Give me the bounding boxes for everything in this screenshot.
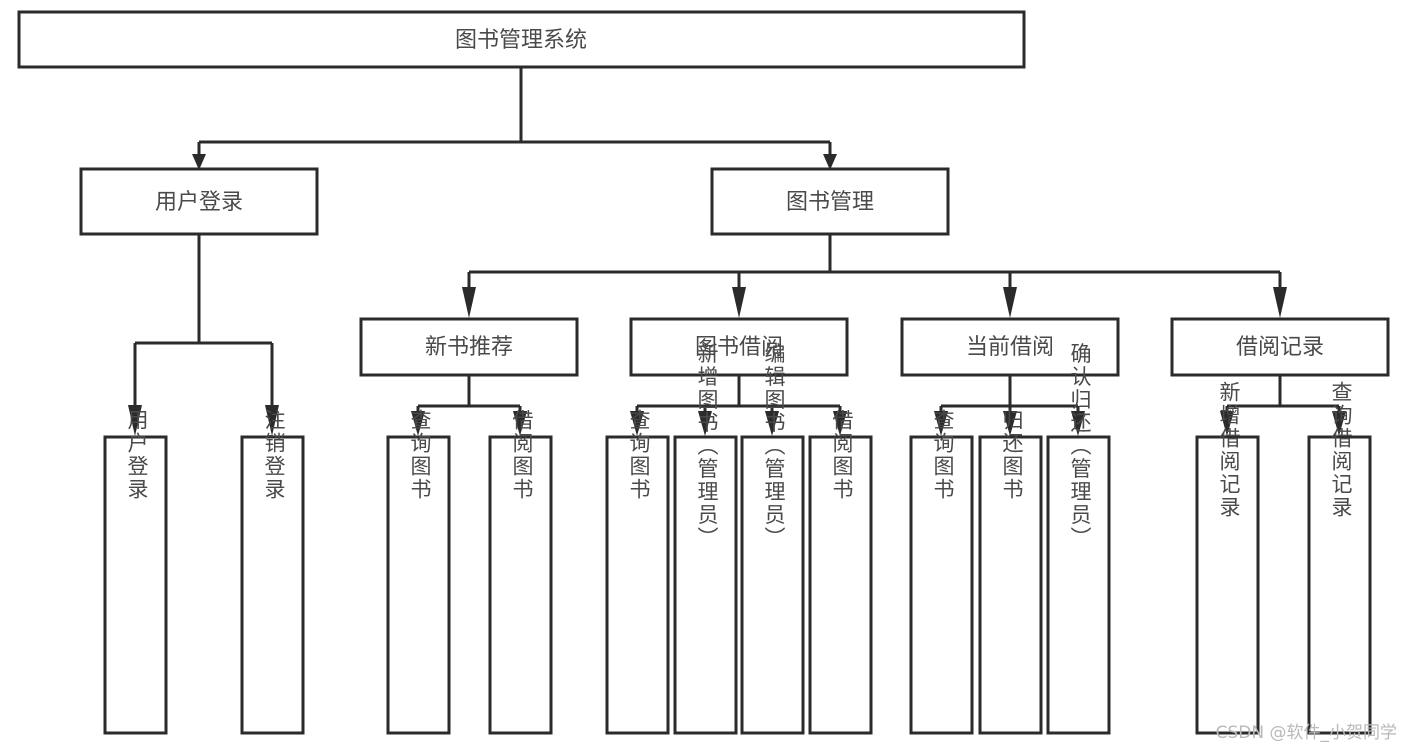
node-leaf-borrow-book-1[interactable]: 借阅图书 [488,409,553,735]
leaf-borrow-book-1-box[interactable] [488,435,553,735]
node-leaf-logout-login[interactable]: 注销登录 [240,409,305,735]
node-user-login[interactable]: 用户登录 [79,167,319,236]
node-leaf-confirm-return[interactable]: 确认归还（管理员） [1046,343,1111,735]
arrow-to-leaf-add-book [698,411,712,436]
node-leaf-query-record[interactable]: 查询借阅记录 [1307,381,1372,735]
node-leaf-add-record[interactable]: 新增借阅记录 [1195,381,1260,735]
leaf-user-login-label: 用户登录 [125,409,149,501]
arrow-to-user-login [192,154,206,170]
leaf-borrow-book-2-label: 借阅图书 [830,409,854,501]
arrow-to-leaf-confirm-return [1071,411,1085,436]
arrow-to-leaf-borrow-book-2 [833,411,847,436]
leaf-borrow-book-1-label: 借阅图书 [510,409,534,501]
node-leaf-query-book-2[interactable]: 查询图书 [605,409,670,735]
arrow-to-book-borrow [732,287,746,318]
arrow-to-leaf-edit-book [765,411,779,436]
node-leaf-add-book[interactable]: 新增图书（管理员） [673,343,738,735]
new-book-recommend-label: 新书推荐 [425,335,513,360]
arrow-to-leaf-query-book-3 [934,411,948,436]
new-book-recommend-box[interactable] [359,317,579,377]
leaf-edit-book-label: 编辑图书（管理员） [762,343,786,550]
leaf-confirm-return-box[interactable] [1046,435,1111,735]
leaf-query-book-3-label: 查询图书 [931,409,955,501]
arrow-to-leaf-query-book-2 [630,411,644,436]
leaf-query-book-3-box[interactable] [909,435,974,735]
leaf-add-record-box[interactable] [1195,435,1260,735]
leaf-return-book-label: 归还图书 [1000,409,1024,501]
leaf-borrow-book-2-box[interactable] [808,435,873,735]
leaf-query-book-1-box[interactable] [386,435,451,735]
leaf-query-book-2-box[interactable] [605,435,670,735]
node-new-book-recommend[interactable]: 新书推荐 [359,317,579,377]
arrow-to-book-management [823,154,837,170]
root-box[interactable] [17,10,1026,69]
node-book-borrow[interactable]: 图书借阅 [629,317,849,377]
book-borrow-box[interactable] [629,317,849,377]
book-management-label: 图书管理 [786,190,874,215]
leaf-user-login-box[interactable] [103,435,168,735]
arrow-to-leaf-borrow-book-1 [513,411,527,436]
node-leaf-return-book[interactable]: 归还图书 [978,409,1043,735]
leaf-return-book-box[interactable] [978,435,1043,735]
csdn-watermark: CSDN @软件_小贺同学 [1215,723,1397,743]
node-leaf-query-book-1[interactable]: 查询图书 [386,409,451,735]
arrow-to-leaf-query-record [1332,411,1346,436]
node-leaf-edit-book[interactable]: 编辑图书（管理员） [740,343,805,735]
leaf-add-record-label: 新增借阅记录 [1217,381,1241,519]
book-borrow-label: 图书借阅 [695,335,783,360]
leaf-query-record-box[interactable] [1307,435,1372,735]
leaf-logout-login-label: 注销登录 [262,409,286,501]
book-management-box[interactable] [710,167,950,236]
node-leaf-query-book-3[interactable]: 查询图书 [909,409,974,735]
arrow-to-current-borrow [1003,287,1017,318]
arrow-to-leaf-return-book [1003,411,1017,436]
leaf-add-book-label: 新增图书（管理员） [695,343,719,550]
leaf-query-book-2-label: 查询图书 [627,409,651,501]
node-book-management[interactable]: 图书管理 [710,167,950,236]
node-borrow-record[interactable]: 借阅记录 [1170,317,1390,377]
leaf-query-record-label: 查询借阅记录 [1329,381,1353,519]
arrow-to-leaf-user-login [128,405,142,436]
leaf-add-book-box[interactable] [673,435,738,735]
root-label: 图书管理系统 [455,28,587,53]
arrow-to-leaf-query-book-1 [411,411,425,436]
node-root[interactable]: 图书管理系统 [17,10,1026,69]
user-login-box[interactable] [79,167,319,236]
borrow-record-box[interactable] [1170,317,1390,377]
arrow-to-new-book-recommend [462,287,476,318]
arrow-to-borrow-record [1273,287,1287,318]
leaf-edit-book-box[interactable] [740,435,805,735]
arrow-to-leaf-logout-login [265,405,279,436]
user-login-label: 用户登录 [155,190,243,215]
node-leaf-borrow-book-2[interactable]: 借阅图书 [808,409,873,735]
current-borrow-label: 当前借阅 [966,335,1054,360]
connector-layer [128,67,1346,436]
arrow-to-leaf-add-record [1220,411,1234,436]
leaf-query-book-1-label: 查询图书 [408,409,432,501]
borrow-record-label: 借阅记录 [1236,335,1324,360]
leaf-confirm-return-label: 确认归还（管理员） [1068,343,1092,550]
leaf-logout-login-box[interactable] [240,435,305,735]
node-leaf-user-login[interactable]: 用户登录 [103,409,168,735]
current-borrow-box[interactable] [900,317,1120,377]
node-current-borrow[interactable]: 当前借阅 [900,317,1120,377]
